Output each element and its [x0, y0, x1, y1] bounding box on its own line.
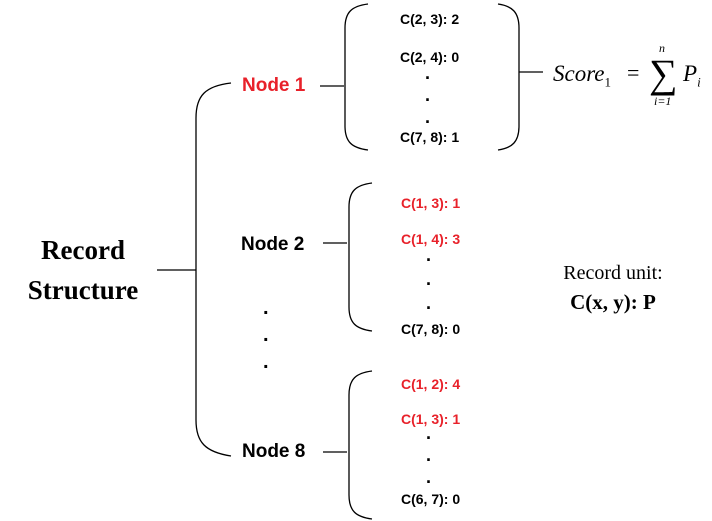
node1-record: C(2, 4): 0 [400, 49, 460, 65]
score-term-text: P [683, 61, 698, 86]
record-ellipsis-dot: . [426, 467, 432, 487]
record-ellipsis-dot: . [426, 245, 432, 265]
node1-records-bracket [344, 3, 369, 151]
score-sum-upper-limit: n [659, 41, 665, 55]
node2-records-bracket [348, 182, 373, 332]
node8-records-bracket [348, 370, 373, 520]
record-ellipsis-dot: . [425, 63, 431, 83]
score-term: Pi [683, 62, 701, 89]
node8-record: C(1, 2): 4 [401, 376, 461, 392]
score-brace [497, 3, 520, 151]
node-ellipsis-dot: . [263, 297, 269, 319]
record-ellipsis-dot: . [426, 423, 432, 443]
record-ellipsis-dot: . [426, 445, 432, 465]
node8-label: Node 8 [242, 441, 306, 462]
record-ellipsis-dot: . [425, 85, 431, 105]
score-term-subscript: i [697, 74, 701, 90]
node2-record: C(1, 4): 3 [401, 231, 461, 247]
node8-record: C(6, 7): 0 [401, 491, 461, 507]
record-unit-formula: C(x, y): P [570, 290, 656, 314]
score-lhs-text: Score [553, 61, 605, 86]
sigma-icon: ∑ [649, 51, 678, 96]
main-brace [195, 82, 232, 457]
node2-record: C(7, 8): 0 [401, 321, 461, 337]
node2-label: Node 2 [241, 234, 305, 255]
score-lhs-subscript: 1 [604, 74, 612, 90]
score-sum-lower-text: i=1 [654, 94, 672, 108]
root-label: Record Structure [10, 230, 156, 310]
node-ellipsis-dot: . [263, 324, 269, 346]
score-sum-lower-limit: i=1 [654, 95, 671, 107]
node-ellipsis-dot: . [263, 351, 269, 373]
node1-record: C(7, 8): 1 [400, 129, 460, 145]
record-ellipsis-dot: . [426, 293, 432, 313]
node1-record: C(2, 3): 2 [400, 11, 460, 27]
record-ellipsis-dot: . [425, 107, 431, 127]
record-ellipsis-dot: . [426, 269, 432, 289]
node1-label: Node 1 [242, 75, 306, 96]
score-equals: = [627, 60, 640, 85]
score-lhs: Score1 [553, 62, 611, 89]
node8-record: C(1, 3): 1 [401, 411, 461, 427]
record-unit-caption: Record unit: [563, 262, 663, 284]
root-label-line2: Structure [27, 275, 139, 305]
node2-record: C(1, 3): 1 [401, 195, 461, 211]
root-label-line1: Record [41, 235, 125, 265]
